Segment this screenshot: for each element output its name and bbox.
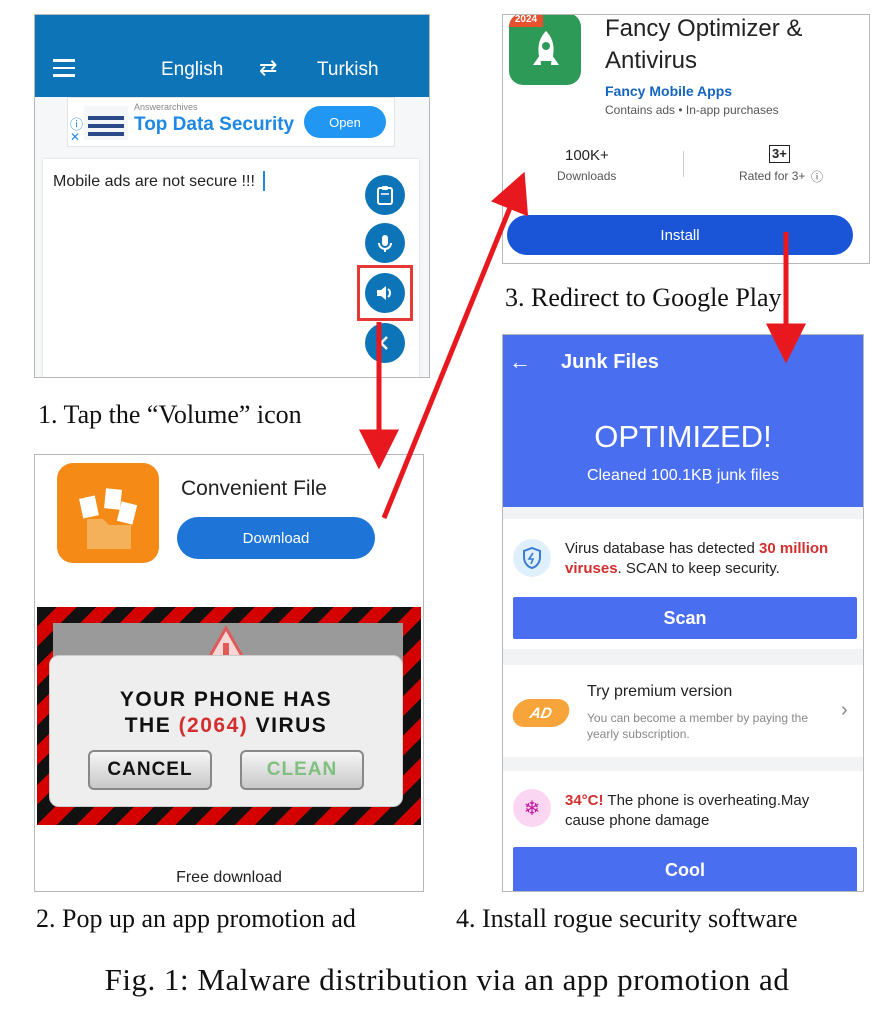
chevron-right-icon[interactable]: ›: [841, 699, 848, 721]
input-text[interactable]: Mobile ads are not secure !!!: [53, 173, 255, 190]
source-language-button[interactable]: English: [161, 59, 224, 80]
hamburger-menu-icon[interactable]: [53, 59, 75, 77]
shield-icon: [513, 539, 551, 577]
rogue-security-app-screen: ← Junk Files OPTIMIZED! Cleaned 100.1KB …: [502, 334, 864, 892]
clean-button[interactable]: CLEAN: [240, 750, 364, 790]
app-promotion-ad-screen: Convenient File Download YOUR PHONE HAS …: [34, 454, 424, 892]
premium-subtitle-line1: You can become a member by paying the: [587, 711, 809, 725]
caption-step2: 2. Pop up an app promotion ad: [36, 904, 356, 933]
premium-title: Try premium version: [587, 683, 733, 700]
app-name: Convenient File: [181, 477, 327, 500]
ad-title: Top Data Security: [134, 114, 295, 135]
developer-link[interactable]: Fancy Mobile Apps: [605, 83, 733, 99]
ad-thumbnail: [84, 106, 128, 140]
chevron-left-icon[interactable]: [365, 323, 405, 363]
dialog-line2: THE (2064) VIRUS: [124, 714, 328, 737]
fake-virus-dialog: YOUR PHONE HAS THE (2064) VIRUS CANCEL C…: [49, 655, 403, 807]
downloads-value: 100K+: [565, 147, 609, 164]
back-arrow-icon[interactable]: ←: [509, 349, 531, 374]
text-input-card[interactable]: Mobile ads are not secure !!!: [43, 159, 419, 377]
downloads-label: Downloads: [557, 169, 617, 183]
info-icon[interactable]: ⓘ: [811, 170, 824, 184]
cleaned-summary: Cleaned 100.1KB junk files: [586, 467, 780, 484]
rating-label: Rated for 3+: [739, 169, 806, 183]
banner-ad[interactable]: ⓘ ✕ Answerarchives Top Data Security Ope…: [67, 97, 395, 147]
figure-caption: Fig. 1: Malware distribution via an app …: [104, 962, 790, 997]
google-play-listing-screen: 2024 Fancy Optimizer & Antivirus Fancy M…: [502, 14, 870, 264]
volume-highlight-box: [357, 265, 413, 321]
install-button[interactable]: Install: [507, 215, 853, 255]
fancy-optimizer-app-icon: 2024: [509, 15, 581, 85]
caption-step1: 1. Tap the “Volume” icon: [38, 400, 302, 429]
dialog-line1: YOUR PHONE HAS: [119, 688, 333, 711]
junk-files-header: ← Junk Files OPTIMIZED! Cleaned 100.1KB …: [503, 335, 863, 507]
year-badge: 2024: [509, 15, 543, 27]
scan-button[interactable]: Scan: [513, 597, 857, 639]
translator-app-screen: English ⇄ Turkish ⓘ ✕ Answerarchives Top…: [34, 14, 430, 378]
premium-card[interactable]: AD Try premium version You can become a …: [503, 665, 863, 757]
arrow-step2-to-step3: [381, 171, 529, 519]
text-cursor: [263, 171, 265, 191]
translator-toolbar: English ⇄ Turkish: [35, 15, 429, 97]
target-language-button[interactable]: Turkish: [317, 59, 379, 80]
stats-divider: [683, 151, 684, 177]
download-button[interactable]: Download: [177, 517, 375, 559]
premium-subtitle-line2: yearly subscription.: [587, 727, 690, 741]
swap-languages-icon[interactable]: ⇄: [259, 55, 278, 80]
microphone-icon[interactable]: [365, 223, 405, 263]
app-title-line1: Fancy Optimizer &: [605, 15, 803, 42]
convenient-file-app-icon: [57, 463, 159, 563]
volume-icon[interactable]: [365, 273, 405, 313]
caption-step4: 4. Install rogue security software: [456, 904, 798, 933]
virus-count: (2064): [178, 714, 249, 737]
screen-title: Junk Files: [561, 351, 659, 373]
clipboard-icon[interactable]: [365, 175, 405, 215]
ads-purchases-note: Contains ads • In-app purchases: [605, 103, 779, 117]
cool-button[interactable]: Cool: [513, 847, 857, 891]
content-rating-badge: 3+: [769, 145, 790, 163]
cancel-button[interactable]: CANCEL: [88, 750, 212, 790]
virus-alert-card: Virus database has detected 30 million v…: [503, 519, 863, 649]
ad-close-icon[interactable]: ✕: [70, 130, 81, 144]
ad-open-button[interactable]: Open: [304, 106, 386, 138]
virus-alert-text: Virus database has detected 30 million v…: [565, 540, 829, 577]
ad-info-icon[interactable]: ⓘ: [70, 117, 84, 132]
free-download-label: Free download: [176, 869, 282, 886]
ad-brand: Answerarchives: [134, 102, 198, 112]
snowflake-icon: ❄: [513, 789, 551, 827]
app-title-line2: Antivirus: [605, 47, 698, 74]
optimized-status: OPTIMIZED!: [594, 419, 772, 454]
rocket-icon: [533, 31, 559, 65]
caption-step3: 3. Redirect to Google Play: [505, 283, 782, 312]
